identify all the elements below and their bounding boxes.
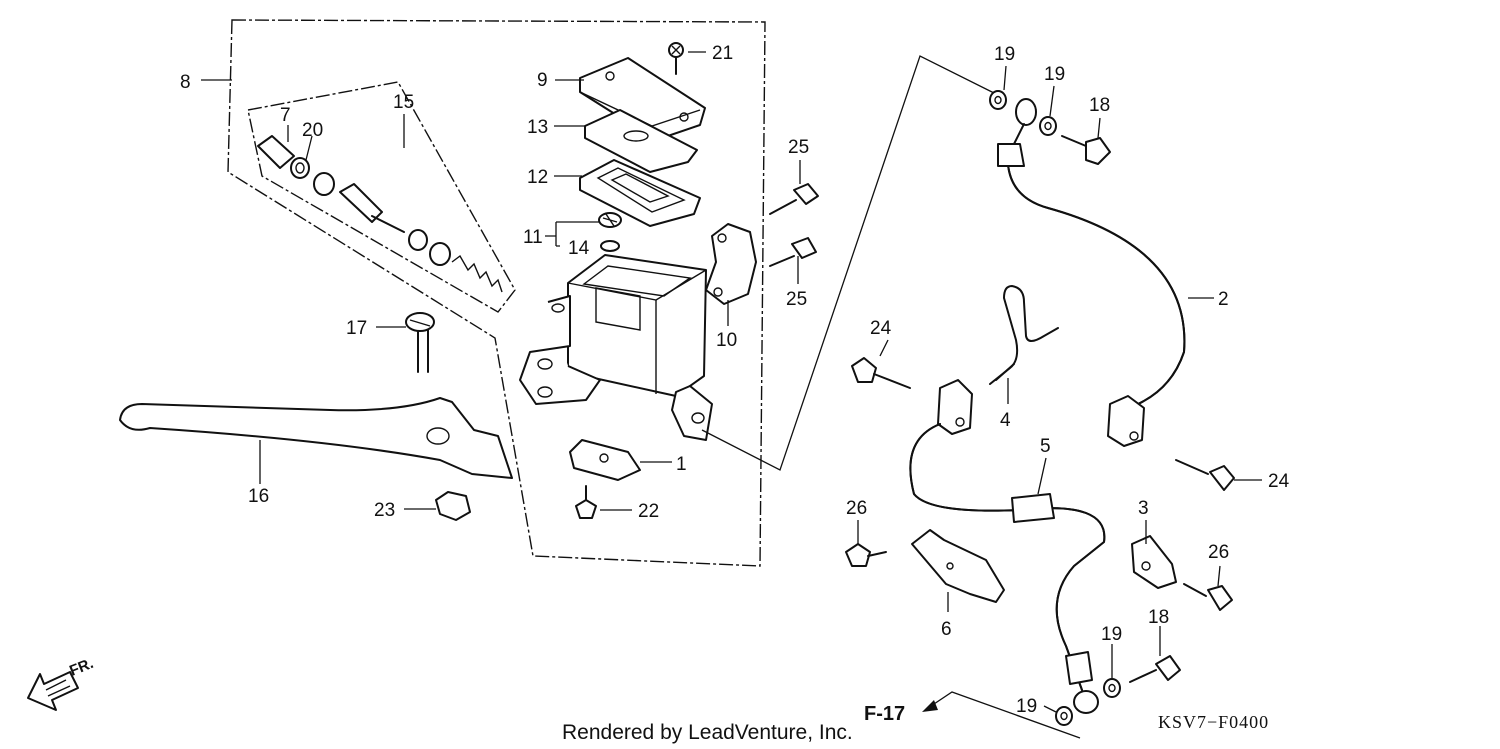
callout-19-bottom-left: 19 (1016, 696, 1037, 717)
callout-1: 1 (676, 454, 687, 475)
callout-24-right: 24 (1268, 471, 1290, 492)
callout-19-top-right: 19 (1044, 64, 1065, 85)
piston-kit-parts (257, 135, 503, 293)
callout-15: 15 (393, 92, 414, 113)
callout-4: 4 (1000, 410, 1011, 431)
joint-block-left (937, 379, 973, 435)
screw-21 (668, 42, 684, 75)
callout-17: 17 (346, 318, 367, 339)
master-cylinder-body (519, 254, 713, 441)
callout-14: 14 (568, 238, 590, 259)
joint-bolt-24-left (851, 357, 911, 389)
leader-lines (201, 51, 1262, 713)
callout-26-left: 26 (846, 498, 867, 519)
callout-13: 13 (527, 117, 548, 138)
direction-label: FR. (67, 655, 96, 680)
credit-text: Rendered by LeadVenture, Inc. (562, 721, 853, 744)
callout-21: 21 (712, 43, 733, 64)
callout-11: 11 (523, 227, 543, 248)
callout-6: 6 (941, 619, 952, 640)
joint-bolt-24-right (1175, 459, 1235, 491)
callout-16: 16 (248, 486, 269, 507)
diaphragm (579, 159, 701, 227)
reference-label: F-17 (864, 703, 905, 725)
lever-nut-23 (435, 491, 471, 521)
callout-2: 2 (1218, 289, 1229, 310)
front-direction-arrow: FR. (27, 655, 96, 711)
callout-18-lower: 18 (1148, 607, 1169, 628)
callout-25-lower: 25 (786, 289, 807, 310)
assembly-boundary-8 (227, 19, 766, 567)
piston-kit-boundary-15 (247, 81, 516, 313)
clamp-bolt-upper (769, 183, 819, 215)
callout-19-top-left: 19 (994, 44, 1015, 65)
callout-7: 7 (280, 105, 291, 126)
callout-8: 8 (180, 72, 191, 93)
callout-18-upper: 18 (1089, 95, 1110, 116)
hose-clamp-6 (911, 529, 1005, 603)
callout-9: 9 (537, 70, 548, 91)
guide-bolt-26-right (1183, 583, 1233, 611)
pivot-bolt-17 (405, 312, 435, 373)
front-arrow-icon (27, 671, 79, 711)
callout-25-upper: 25 (788, 137, 809, 158)
callout-3: 3 (1138, 498, 1149, 519)
lower-brake-hose (909, 423, 1106, 714)
diagram-code: KSV7−F0400 (1158, 712, 1269, 732)
brake-pipe (989, 285, 1059, 385)
holder-clamp (705, 223, 757, 305)
banjo-bolt-18-lower (1129, 655, 1181, 683)
brake-switch-1 (569, 439, 641, 481)
clamp-bolt-26-left (845, 543, 887, 567)
callout-5: 5 (1040, 436, 1051, 457)
joint-block-right (1107, 395, 1145, 447)
sealing-washers-19 (989, 90, 1121, 726)
callout-10: 10 (716, 330, 737, 351)
hose-connection-line (701, 55, 1001, 471)
callout-22: 22 (638, 501, 659, 522)
brake-lever-16 (119, 397, 513, 479)
callout-26-right: 26 (1208, 542, 1229, 563)
callout-12: 12 (527, 167, 548, 188)
banjo-bolt-18-upper (1061, 135, 1111, 165)
callout-numbers: 1 2 3 4 5 6 7 8 9 10 11 12 13 14 15 16 1… (180, 43, 1290, 717)
callout-24-left: 24 (870, 318, 892, 339)
reference-line (927, 691, 1081, 739)
callout-19-bottom-right: 19 (1101, 624, 1122, 645)
switch-screw-22 (575, 485, 597, 519)
hose-guide-3 (1131, 535, 1177, 589)
float-and-holder (598, 212, 622, 252)
reference-arrowhead (922, 700, 938, 712)
callout-23: 23 (374, 500, 395, 521)
callout-20: 20 (302, 120, 323, 141)
upper-brake-hose (997, 98, 1186, 405)
cap-plate (584, 109, 698, 173)
clamp-bolt-lower (769, 237, 817, 267)
